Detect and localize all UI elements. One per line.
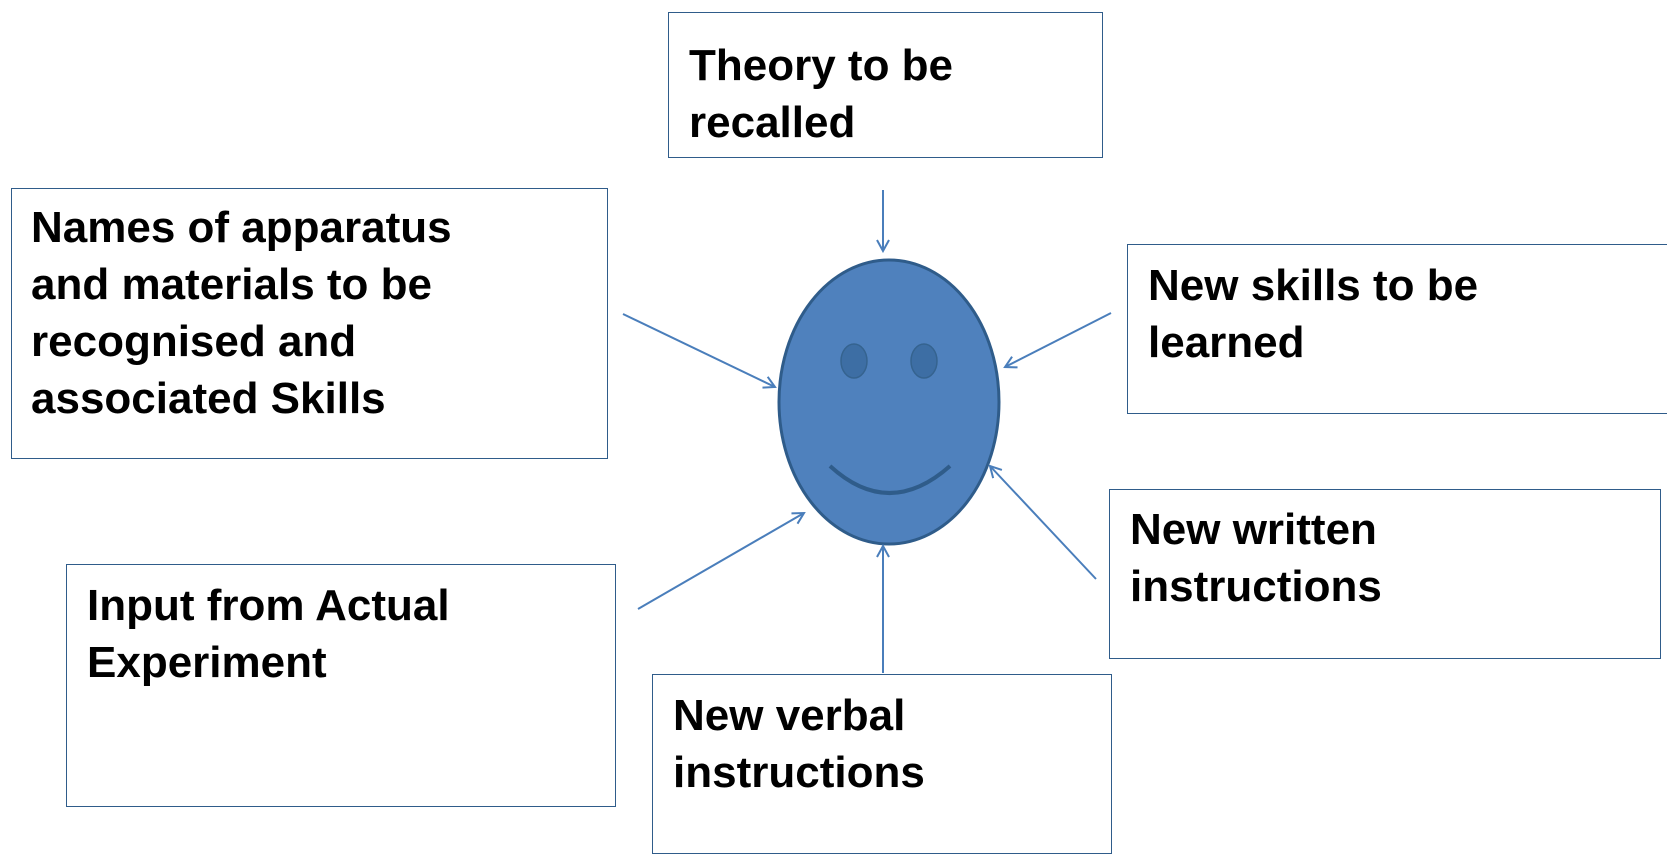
box-theory-label: Theory to be recalled	[689, 41, 954, 147]
face-outline	[777, 258, 1001, 546]
arrow-apparatus	[622, 313, 775, 387]
box-written-label: New written instructions	[1130, 505, 1382, 611]
box-input-label: Input from Actual Experiment	[87, 581, 450, 687]
box-apparatus-label: Names of apparatus and materials to be r…	[31, 203, 452, 423]
right-eye	[910, 343, 938, 379]
arrow-input	[637, 513, 804, 610]
arrow-skills	[1005, 312, 1112, 367]
box-written: New written instructions	[1109, 489, 1661, 659]
box-apparatus: Names of apparatus and materials to be r…	[11, 188, 608, 459]
arrow-written	[990, 466, 1097, 580]
box-verbal-label: New verbal instructions	[673, 691, 925, 797]
box-theory: Theory to be recalled	[668, 12, 1103, 158]
smiley-face-icon	[777, 258, 1001, 546]
box-skills-label: New skills to be learned	[1148, 261, 1479, 367]
box-verbal: New verbal instructions	[652, 674, 1112, 854]
box-skills: New skills to be learned	[1127, 244, 1667, 414]
box-input: Input from Actual Experiment	[66, 564, 616, 807]
left-eye	[840, 343, 868, 379]
smile-mouth	[828, 464, 952, 495]
